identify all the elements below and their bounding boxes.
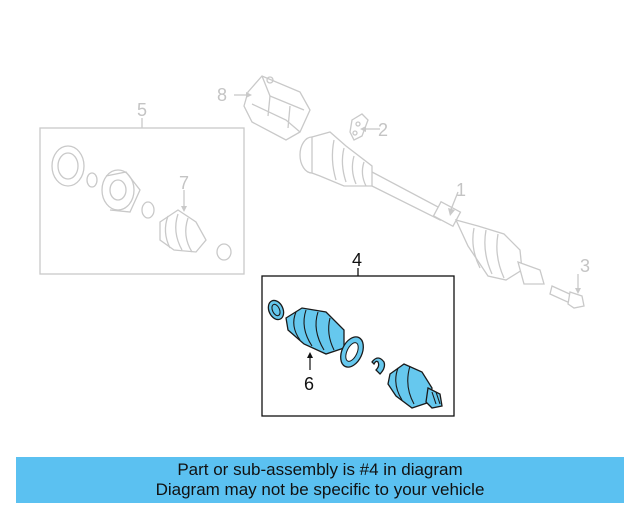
- callout-8: 8: [217, 85, 227, 105]
- callout-1: 1: [456, 180, 466, 200]
- part-4-clamp-small: [267, 299, 285, 321]
- callout-3: 3: [580, 256, 590, 276]
- callout-2: 2: [378, 120, 388, 140]
- callout-8-leader: [234, 92, 252, 98]
- banner-line-1: Part or sub-assembly is #4 in diagram: [177, 460, 463, 479]
- part-4-cv-joint: [387, 363, 443, 409]
- banner-line-2: Diagram may not be specific to your vehi…: [155, 480, 485, 499]
- callout-4: 4: [352, 250, 362, 270]
- callout-5: 5: [137, 100, 147, 120]
- part-5-box: [39, 118, 245, 275]
- part-4-clamp-large: [340, 336, 364, 368]
- parts-diagram: 8 2 1 3: [39, 75, 590, 417]
- part-8-housing: [243, 75, 311, 141]
- part-1-axle-shaft: [299, 131, 545, 285]
- part-3-bolt: [549, 274, 585, 309]
- callout-7: 7: [179, 173, 189, 193]
- callout-6: 6: [304, 374, 314, 394]
- part-4-circlip: [371, 357, 386, 375]
- part-4-box: [261, 268, 455, 417]
- part-2-clip: [349, 113, 380, 141]
- info-banner: Part or sub-assembly is #4 in diagram Di…: [16, 457, 624, 503]
- part-6-boot: [285, 307, 345, 370]
